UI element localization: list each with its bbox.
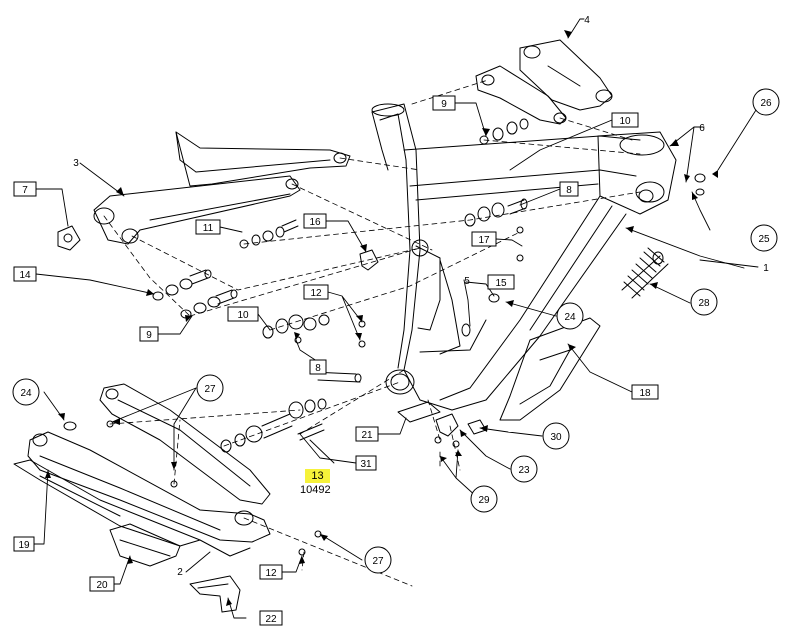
plain-label: 3 <box>73 158 79 169</box>
highlight-part-number[interactable]: 13 <box>311 470 324 482</box>
explode-centerlines <box>103 79 641 587</box>
callout-text: 7 14 9 11 16 12 10 8 9 10 8 17 15 18 21 … <box>18 15 772 625</box>
main-frame <box>371 103 677 411</box>
chainstay-plate-20 <box>109 523 181 567</box>
circle-label: 30 <box>550 432 562 443</box>
box-label: 14 <box>19 270 31 281</box>
box-label: 22 <box>265 614 277 625</box>
cable-guide-23 <box>435 413 459 437</box>
highlight-marker <box>305 469 330 483</box>
circle-label: 24 <box>564 312 576 323</box>
downtube-guard-18 <box>499 317 601 421</box>
circle-label: 27 <box>372 556 384 567</box>
circle-label: 23 <box>518 465 530 476</box>
shock-spring-28 <box>621 247 669 299</box>
dropout-7 <box>57 225 81 251</box>
circle-label: 29 <box>478 495 490 506</box>
box-label: 9 <box>441 99 447 110</box>
mud-flap-22 <box>189 575 241 613</box>
box-label: 11 <box>203 223 214 234</box>
highlight-part-code: 10492 <box>300 484 331 496</box>
box-label: 21 <box>361 430 373 441</box>
plain-label: 2 <box>177 567 183 578</box>
box-label: 20 <box>96 580 108 591</box>
circle-label: 26 <box>760 98 772 109</box>
box-label: 19 <box>18 540 30 551</box>
box-label: 8 <box>315 363 321 374</box>
circle-label: 25 <box>758 234 770 245</box>
box-label: 9 <box>146 330 152 341</box>
plate-16 <box>359 249 379 271</box>
box-label: 12 <box>310 288 322 299</box>
plain-label: 4 <box>584 15 590 26</box>
plain-label: 6 <box>699 123 705 134</box>
hardware-bushings <box>63 118 706 556</box>
circle-label: 27 <box>204 384 216 395</box>
leader-arrowheads <box>45 30 718 606</box>
rocker-link <box>475 39 613 125</box>
seat-stay <box>93 131 351 245</box>
circle-callouts <box>12 88 780 574</box>
chain-stay <box>27 383 271 557</box>
plain-label: 5 <box>464 276 470 287</box>
box-label: 16 <box>309 217 321 228</box>
chainstay-guard-19 <box>13 459 201 547</box>
leader-lines <box>29 18 759 619</box>
box-label: 18 <box>639 388 651 399</box>
box-callouts <box>13 95 659 626</box>
box-label: 31 <box>360 459 372 470</box>
box-label: 10 <box>619 116 631 127</box>
box-label: 10 <box>237 310 249 321</box>
plain-label: 1 <box>763 263 769 274</box>
box-label: 12 <box>265 568 277 579</box>
box-label: 17 <box>478 235 490 246</box>
circle-label: 24 <box>20 388 32 399</box>
box-label: 8 <box>566 185 572 196</box>
box-label: 7 <box>22 185 28 196</box>
circle-label: 28 <box>698 298 710 309</box>
box-label: 15 <box>495 278 507 289</box>
